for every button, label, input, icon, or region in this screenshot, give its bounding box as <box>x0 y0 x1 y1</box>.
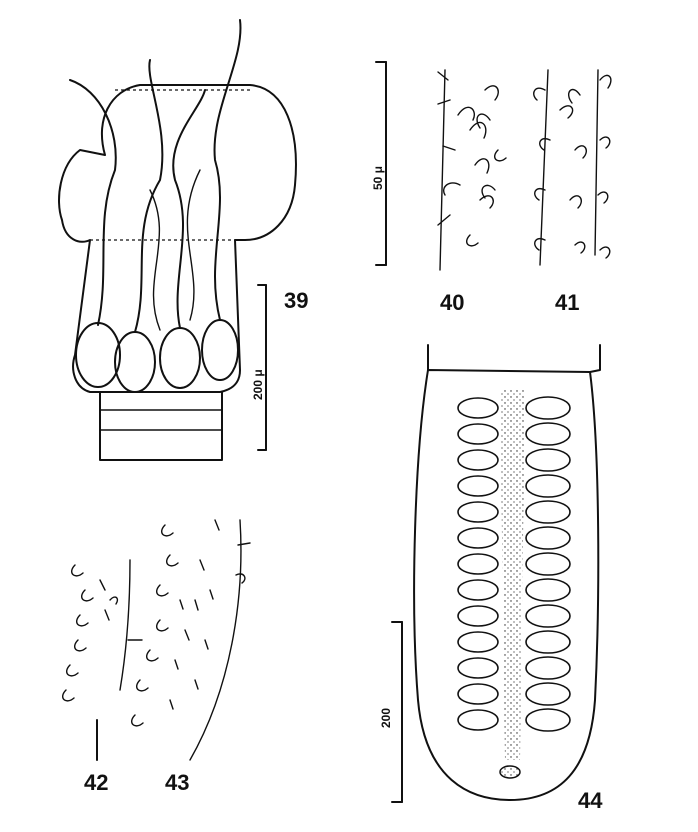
cell <box>457 579 499 601</box>
scale-label-40-41: 50 μ <box>371 166 385 190</box>
figure-42-drawing <box>62 559 143 702</box>
cell <box>525 422 571 446</box>
cell <box>457 683 499 705</box>
cell <box>525 578 571 602</box>
figure-label-40: 40 <box>440 290 464 315</box>
cell <box>525 474 571 498</box>
cell <box>457 527 499 549</box>
scale-label-44: 200 <box>379 708 393 728</box>
cell <box>457 631 499 653</box>
cell <box>525 448 571 472</box>
cell <box>457 423 499 445</box>
cell <box>457 397 499 419</box>
cell <box>457 475 499 497</box>
cell <box>525 604 571 628</box>
cell <box>525 708 571 732</box>
scale-label-39: 200 μ <box>251 369 265 400</box>
cell <box>525 630 571 654</box>
cell <box>525 656 571 680</box>
figure-39-drawing <box>58 19 297 461</box>
figure-label-42: 42 <box>84 770 108 795</box>
figure-label-41: 41 <box>555 290 579 315</box>
cell <box>525 552 571 576</box>
cell <box>457 553 499 575</box>
cell <box>457 501 499 523</box>
figure-44-drawing <box>413 344 601 801</box>
figure-43-drawing <box>131 519 251 761</box>
cell <box>525 526 571 550</box>
figure-label-44: 44 <box>578 788 603 813</box>
cell <box>457 709 499 731</box>
cell <box>525 682 571 706</box>
figure-label-39: 39 <box>284 288 308 313</box>
figure-40-drawing <box>437 69 507 271</box>
cell <box>457 449 499 471</box>
figure-label-43: 43 <box>165 770 189 795</box>
cells <box>457 396 571 732</box>
cell <box>457 605 499 627</box>
cell <box>525 396 571 420</box>
cell <box>525 500 571 524</box>
figure-41-drawing <box>533 69 612 266</box>
cell <box>457 657 499 679</box>
